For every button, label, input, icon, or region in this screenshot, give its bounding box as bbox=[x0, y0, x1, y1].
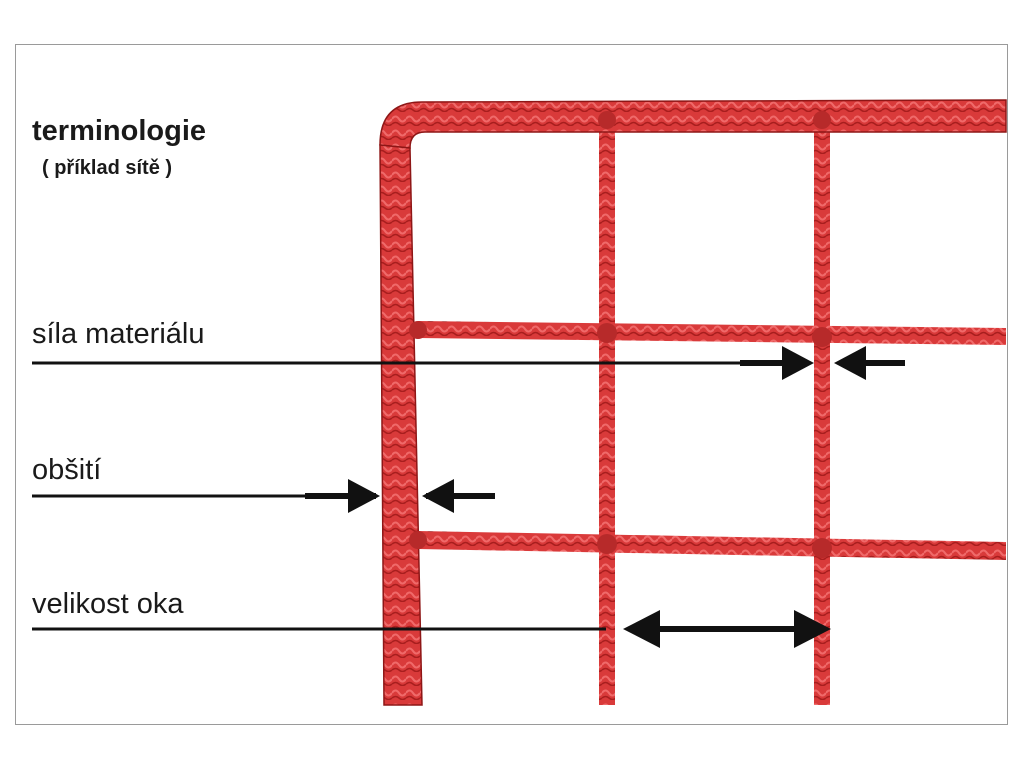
net-knot bbox=[597, 534, 617, 554]
label-material-thickness: síla materiálu bbox=[32, 318, 205, 350]
label-mesh-size: velikost oka bbox=[32, 588, 184, 620]
net-mesh-vertical bbox=[599, 120, 830, 705]
net-cord-vertical bbox=[814, 120, 830, 705]
net-knot bbox=[598, 111, 616, 129]
net-knots bbox=[409, 111, 832, 558]
diagram-subtitle: ( příklad sítě ) bbox=[42, 157, 173, 179]
net-knot bbox=[812, 538, 832, 558]
net-knot bbox=[597, 323, 617, 343]
arrowhead-left bbox=[834, 346, 866, 380]
diagram-frame bbox=[15, 44, 1008, 725]
arrow-material-thickness bbox=[740, 346, 905, 380]
net-edging bbox=[379, 99, 1007, 706]
net-cord-vertical bbox=[599, 120, 615, 705]
net-cord-horizontal bbox=[418, 531, 1006, 560]
net-knot bbox=[813, 111, 831, 129]
net-cord-horizontal bbox=[418, 321, 1006, 345]
arrow-edging bbox=[305, 479, 495, 513]
net-knot bbox=[409, 531, 427, 549]
arrowhead-left bbox=[623, 610, 660, 648]
net-mesh-horizontal bbox=[418, 321, 1006, 560]
label-edging: obšití bbox=[32, 454, 102, 486]
arrowhead-right bbox=[782, 346, 814, 380]
arrowhead-left bbox=[422, 479, 454, 513]
net-knot bbox=[812, 327, 832, 347]
leader-lines bbox=[32, 361, 740, 631]
net-edging-top bbox=[379, 99, 1007, 149]
diagram-title: terminologie bbox=[32, 115, 207, 147]
arrowhead-right bbox=[348, 479, 380, 513]
net-edging-left bbox=[379, 144, 423, 706]
net-knot bbox=[409, 321, 427, 339]
arrowhead-right bbox=[794, 610, 831, 648]
arrow-mesh-size bbox=[623, 610, 831, 648]
